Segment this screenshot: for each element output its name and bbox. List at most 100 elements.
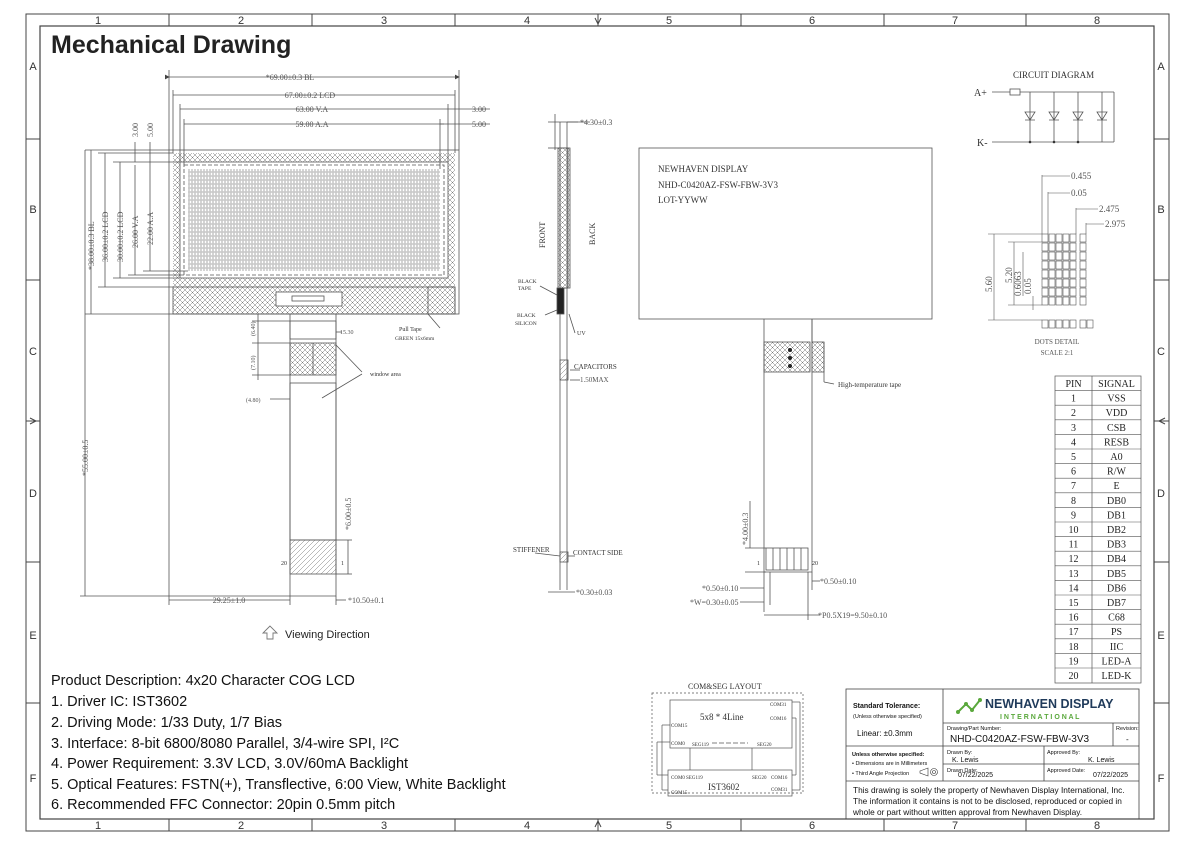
col-label-5: 5 <box>666 15 672 27</box>
pin-signal: A0 <box>1110 452 1122 463</box>
viewing-direction-icon <box>261 625 279 640</box>
approved-by-label: Approved By: <box>1047 750 1080 756</box>
drawn-by: K. Lewis <box>952 757 979 764</box>
pin-number: 11 <box>1069 540 1079 551</box>
back-dim-w030: *W=0.30±0.05 <box>690 598 738 607</box>
row-label-b: B <box>29 204 36 216</box>
back-dim-050b: *0.50±0.10 <box>820 577 856 586</box>
circuit-nodes <box>1028 140 1080 144</box>
seg20-bot: SEG20 <box>752 776 767 781</box>
page-title: Mechanical Drawing <box>51 31 292 59</box>
pin-number: 9 <box>1071 510 1076 521</box>
dim-va-height: 26.00 V.A <box>131 215 140 248</box>
dots-0455: 0.455 <box>1071 171 1092 181</box>
pin-number: 4 <box>1071 437 1076 448</box>
circuit-k-minus: K- <box>977 138 988 149</box>
dots-2975: 2.975 <box>1105 219 1126 229</box>
col-label-6: 6 <box>809 15 815 27</box>
dim-tail-height: *6.00±0.5 <box>344 498 353 530</box>
dim-bl-height: *38.00±0.3 BL <box>87 221 96 270</box>
description-line: Product Description: 4x20 Character COG … <box>51 673 355 689</box>
capacitors-label: CAPACITORS <box>574 363 617 371</box>
pin-signal: PS <box>1111 627 1122 638</box>
back-dim-pitch: *P0.5X19=9.50±0.10 <box>818 611 887 620</box>
row-label-f: F <box>30 773 37 785</box>
frame-labels: 1 2 3 4 5 6 7 8 1 2 3 4 5 6 7 8 A B C D … <box>29 15 1165 832</box>
pin-number: 1 <box>1071 394 1076 405</box>
front-view <box>80 70 490 605</box>
back-pin-1: 1 <box>757 561 760 567</box>
notice-line-2: The information it contains is not to be… <box>853 796 1122 806</box>
dim-480: (4.80) <box>246 397 261 404</box>
pin-signal: DB5 <box>1107 569 1126 580</box>
black-silicon-label: BLACK <box>517 313 536 319</box>
col-label-7b: 7 <box>952 820 958 832</box>
notice-line-1: This drawing is solely the property of N… <box>853 785 1125 795</box>
pin-number: 2 <box>1071 408 1076 419</box>
dots-detail-labels: 0.455 0.05 2.475 2.975 5.60 5.20 0.6063 … <box>984 171 1126 357</box>
pin-number: 17 <box>1069 627 1079 638</box>
row-label-c: C <box>29 346 37 358</box>
pin-signal: VDD <box>1106 408 1128 419</box>
circuit-labels: CIRCUIT DIAGRAM A+ K- <box>974 70 1094 149</box>
com31-top: COM31 <box>770 703 787 708</box>
pin-signal: RESB <box>1104 437 1129 448</box>
pin-signal: DB0 <box>1107 496 1126 507</box>
com16-top: COM16 <box>770 717 787 722</box>
drawn-date: 07/22/2025 <box>958 772 993 779</box>
dim-1050: *10.50±0.1 <box>348 596 384 605</box>
hi-temp-tape-label: High-temperature tape <box>838 381 901 389</box>
dots-caption: DOTS DETAIL <box>1035 338 1080 346</box>
dim-left-5: 5.00 <box>146 123 155 137</box>
dim-lcd-height: 36.00±0.2 LCD <box>101 211 110 262</box>
col-label-1b: 1 <box>95 820 101 832</box>
description-line: 5. Optical Features: FSTN(+), Transflect… <box>51 777 506 793</box>
revision-value: - <box>1126 735 1129 744</box>
title-block-grid <box>845 688 1140 820</box>
dots-scale: SCALE 2:1 <box>1041 349 1074 357</box>
dims-mm-label: • Dimensions are in Millimeters <box>852 761 928 767</box>
col-label-1: 1 <box>95 15 101 27</box>
notice-line-3: whole or part without written approval f… <box>852 807 1082 817</box>
dim-1530: 15.30 <box>340 330 354 336</box>
title-block-text: Standard Tolerance: (Unless otherwise sp… <box>852 697 1139 817</box>
pin-number: 16 <box>1069 613 1079 624</box>
back-view-dots <box>788 348 792 368</box>
description-line: 2. Driving Mode: 1/33 Duty, 1/7 Bias <box>51 715 283 731</box>
com15-bot: COM15 <box>671 791 688 796</box>
pull-tape-spec: GREEN 15x6mm <box>395 336 435 342</box>
pin-signal: DB3 <box>1107 540 1126 551</box>
pin-signal: DB2 <box>1107 525 1126 536</box>
seg119-bot: SEG119 <box>686 776 703 781</box>
col-label-8b: 8 <box>1094 820 1100 832</box>
pin-number: 8 <box>1071 496 1076 507</box>
dim-bl-width: *69.00±0.3 BL <box>266 73 315 82</box>
revision-label: Revision: <box>1116 726 1139 732</box>
third-angle-icon <box>919 767 938 777</box>
col-label-4: 4 <box>524 15 530 27</box>
pin-number: 18 <box>1069 642 1079 653</box>
seg20-top: SEG20 <box>757 743 772 748</box>
linear-tol: Linear: ±0.3mm <box>857 729 913 738</box>
company-name: NEWHAVEN DISPLAY <box>985 697 1114 711</box>
dim-va-width: 63.00 V.A <box>296 105 329 114</box>
pin-number: 10 <box>1069 525 1079 536</box>
pin-signal: CSB <box>1107 423 1126 434</box>
pin-number: 3 <box>1071 423 1076 434</box>
pin-number: 20 <box>1069 671 1079 682</box>
back-pin-20: 20 <box>812 561 818 567</box>
black-tape-label-2: TAPE <box>518 286 532 292</box>
back-view-labels: NEWHAVEN DISPLAY NHD-C0420AZ-FSW-FBW-3V3… <box>658 164 901 620</box>
dots-005: 0.05 <box>1071 188 1087 198</box>
dim-right-5: 5.00 <box>472 120 486 129</box>
pin-header: PIN <box>1065 379 1081 390</box>
com16-bot: COM16 <box>771 776 788 781</box>
pin-number: 7 <box>1071 481 1076 492</box>
com-seg-layout <box>651 692 804 797</box>
seg119-top: SEG119 <box>692 743 709 748</box>
pin-signal: E <box>1113 481 1119 492</box>
pin-signal: DB4 <box>1107 554 1126 565</box>
back-dim-050a: *0.50±0.10 <box>702 584 738 593</box>
dots-06063: 0.6063 <box>1013 271 1023 296</box>
